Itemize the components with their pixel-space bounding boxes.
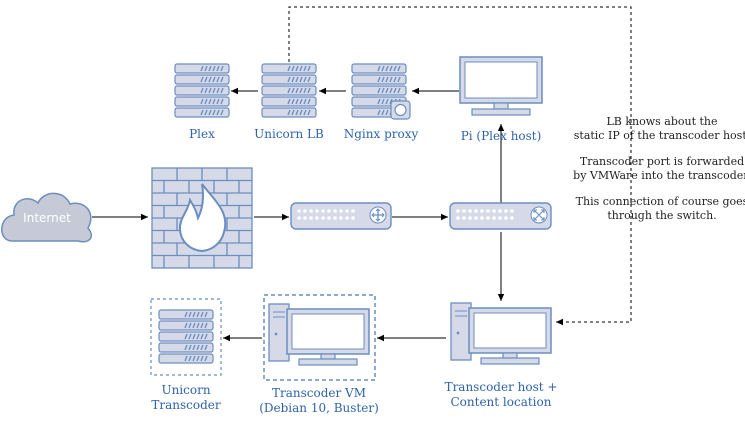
switch-icon (449, 202, 552, 230)
pi-label: Pi (Plex host) (461, 129, 542, 143)
cloud-icon (1, 192, 92, 243)
transcoder-vm-label-line2: (Debian 10, Buster) (259, 401, 379, 415)
connections (92, 6, 632, 342)
unicorn-transcoder-node[interactable]: Unicorn Transcoder (150, 298, 222, 412)
monitor-icon (459, 56, 543, 116)
annotation-note: LB knows about the static IP of the tran… (573, 115, 745, 222)
switch-node[interactable] (449, 202, 552, 230)
unicorn-lb-node[interactable]: Unicorn LB (254, 63, 324, 141)
proxy-badge-icon (390, 100, 411, 120)
unicorn-transcoder-label-line2: Transcoder (151, 398, 221, 412)
workstation-icon (450, 302, 552, 365)
nginx-proxy-label: Nginx proxy (344, 127, 419, 141)
router-node[interactable] (290, 202, 392, 230)
server-rack-icon (158, 309, 214, 364)
unicorn-transcoder-label-line1: Unicorn (161, 383, 210, 397)
firewall-icon (151, 167, 253, 269)
transcoder-vm-label-line1: Transcoder VM (272, 386, 366, 400)
router-icon (290, 202, 392, 230)
firewall-node[interactable] (151, 167, 253, 269)
note-line-2: static IP of the transcoder host. (574, 129, 745, 142)
note-line-1: LB knows about the (606, 115, 717, 128)
transcoder-host-label-line2: Content location (451, 395, 552, 409)
note-line-5: by VMWare into the transcoder. (573, 169, 745, 182)
server-rack-icon (261, 63, 317, 118)
note-line-7: This connection of course goes (576, 195, 745, 208)
nginx-proxy-node[interactable]: Nginx proxy (344, 63, 419, 141)
server-rack-icon (174, 63, 230, 118)
flame-icon (178, 183, 227, 253)
plex-label: Plex (189, 127, 215, 141)
workstation-icon (268, 303, 370, 366)
unicorn-lb-label: Unicorn LB (254, 127, 324, 141)
transcoder-host-node[interactable]: Transcoder host + Content location (445, 302, 558, 409)
transcoder-host-label-line1: Transcoder host + (445, 380, 558, 394)
plex-node[interactable]: Plex (174, 63, 230, 141)
note-line-4: Transcoder port is forwarded (580, 155, 744, 168)
edge-unicorn-lb-to-transcoder-host-dashed (288, 6, 632, 326)
container-dashed-border (150, 298, 222, 376)
internet-label: Internet (23, 211, 71, 225)
pi-node[interactable]: Pi (Plex host) (459, 56, 543, 143)
internet-node[interactable]: Internet (1, 192, 92, 243)
transcoder-vm-node[interactable]: Transcoder VM (Debian 10, Buster) (259, 294, 379, 415)
note-line-8: through the switch. (607, 209, 716, 222)
